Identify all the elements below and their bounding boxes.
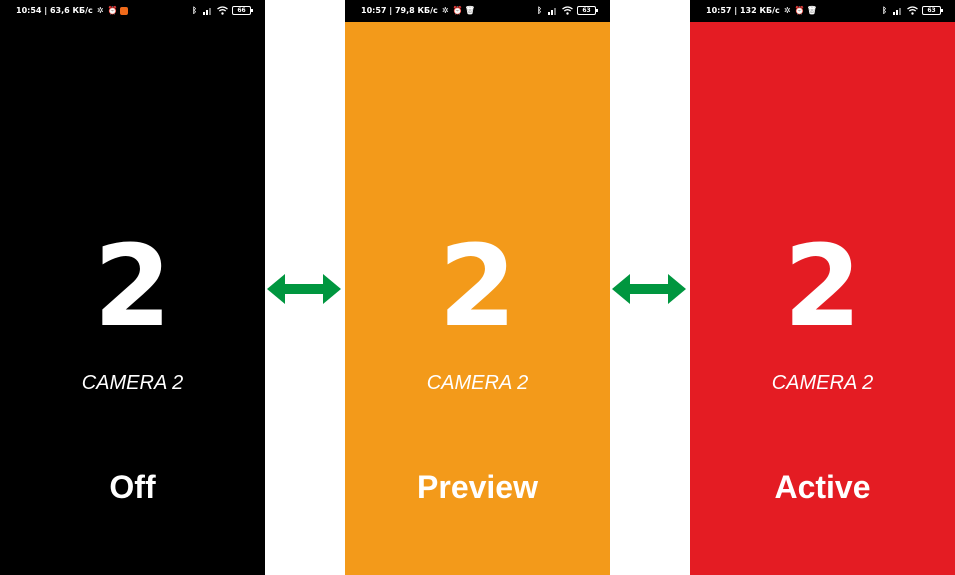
battery-icon: 63 <box>577 6 598 15</box>
status-bar: 10:54 | 63,6 КБ/с ✲ ⏰ ᛒ 66 <box>0 0 265 22</box>
bluetooth-icon: ᛒ <box>537 6 542 15</box>
settings-icon: ✲ <box>783 6 791 15</box>
status-time-info: 10:57 | 132 КБ/с <box>706 6 780 15</box>
screen-off: 10:54 | 63,6 КБ/с ✲ ⏰ ᛒ 66 2 CAMERA 2 Of… <box>0 0 265 575</box>
screen-preview: 10:57 | 79,8 КБ/с ✲ ⏰ 🗑 ᛒ 63 2 CAMERA 2 … <box>345 0 610 575</box>
trash-icon: 🗑 <box>464 6 475 15</box>
status-time-info: 10:57 | 79,8 КБ/с <box>361 6 438 15</box>
double-arrow-icon <box>267 274 341 304</box>
wifi-icon <box>217 6 228 15</box>
wifi-icon <box>562 6 573 15</box>
settings-icon: ✲ <box>96 6 104 15</box>
camera-label: CAMERA 2 <box>771 372 874 394</box>
app-notification-icon <box>119 6 128 15</box>
tally-state-label: Off <box>109 469 156 505</box>
double-arrow-icon <box>612 274 686 304</box>
trash-icon: 🗑 <box>806 6 817 15</box>
signal-icon <box>893 8 901 15</box>
status-time-info: 10:54 | 63,6 КБ/с <box>16 6 93 15</box>
alarm-icon: ⏰ <box>107 6 118 15</box>
camera-label: CAMERA 2 <box>81 372 184 394</box>
signal-icon <box>548 8 556 15</box>
status-bar: 10:57 | 132 КБ/с ✲ ⏰ 🗑 ᛒ 63 <box>690 0 955 22</box>
camera-number: 2 <box>93 222 172 352</box>
bluetooth-icon: ᛒ <box>192 6 197 15</box>
settings-icon: ✲ <box>441 6 449 15</box>
battery-icon: 66 <box>232 6 253 15</box>
signal-icon <box>203 8 211 15</box>
camera-number: 2 <box>783 222 862 352</box>
alarm-icon: ⏰ <box>794 6 805 15</box>
status-bar: 10:57 | 79,8 КБ/с ✲ ⏰ 🗑 ᛒ 63 <box>345 0 610 22</box>
wifi-icon <box>907 6 918 15</box>
camera-number: 2 <box>438 222 517 352</box>
battery-icon: 63 <box>922 6 943 15</box>
tally-state-label: Active <box>774 469 871 505</box>
alarm-icon: ⏰ <box>452 6 463 15</box>
tally-state-label: Preview <box>417 469 538 505</box>
camera-label: CAMERA 2 <box>426 372 529 394</box>
screen-active: 10:57 | 132 КБ/с ✲ ⏰ 🗑 ᛒ 63 2 CAMERA 2 A… <box>690 0 955 575</box>
bluetooth-icon: ᛒ <box>882 6 887 15</box>
